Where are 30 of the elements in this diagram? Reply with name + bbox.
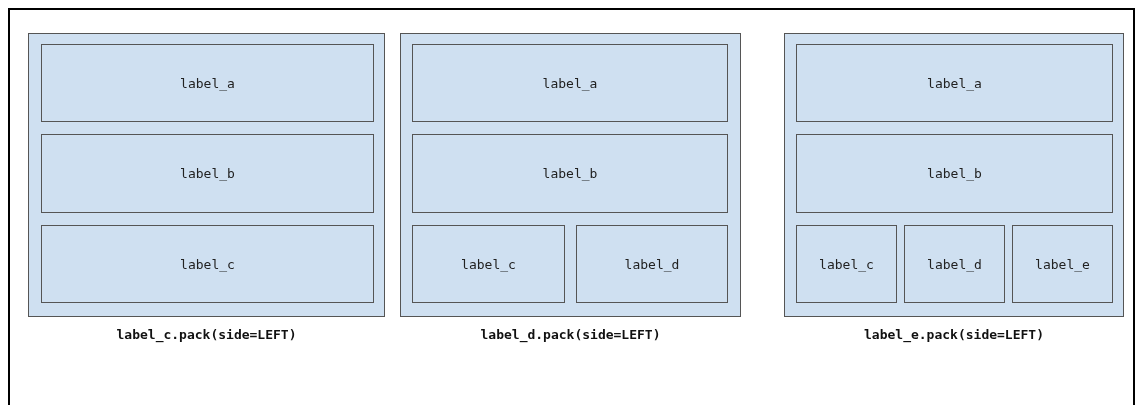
frame-panel bbox=[28, 33, 385, 317]
frame-panel bbox=[784, 33, 1124, 317]
widget-label: label_a bbox=[927, 75, 982, 91]
widget-label: label_c bbox=[180, 256, 235, 272]
widget-label: label_e bbox=[1035, 256, 1090, 272]
label-box bbox=[412, 225, 565, 303]
label-box bbox=[412, 44, 728, 122]
widget-label: label_b bbox=[927, 166, 982, 181]
code-caption: label_d.pack(side=LEFT) bbox=[480, 327, 661, 342]
label-box bbox=[412, 134, 728, 213]
widget-label: label_c bbox=[461, 256, 516, 272]
label-box bbox=[41, 134, 374, 213]
label-box bbox=[796, 44, 1113, 122]
widget-label: label_b bbox=[180, 166, 235, 181]
widget-label: label_b bbox=[542, 166, 598, 181]
label-box bbox=[576, 225, 728, 303]
label-box bbox=[904, 225, 1005, 303]
widget-label: label_d bbox=[624, 256, 680, 272]
frame-panel bbox=[400, 33, 741, 317]
label-box bbox=[41, 225, 374, 303]
label-box bbox=[1012, 225, 1113, 303]
code-caption: label_c.pack(side=LEFT) bbox=[116, 327, 297, 342]
code-caption: label_e.pack(side=LEFT) bbox=[864, 327, 1044, 342]
label-box bbox=[796, 225, 897, 303]
widget-label: label_a bbox=[180, 75, 235, 91]
widget-label: label_a bbox=[542, 75, 598, 91]
label-box bbox=[41, 44, 374, 122]
label-box bbox=[796, 134, 1113, 213]
widget-label: label_d bbox=[927, 256, 982, 272]
widget-label: label_c bbox=[819, 256, 874, 272]
